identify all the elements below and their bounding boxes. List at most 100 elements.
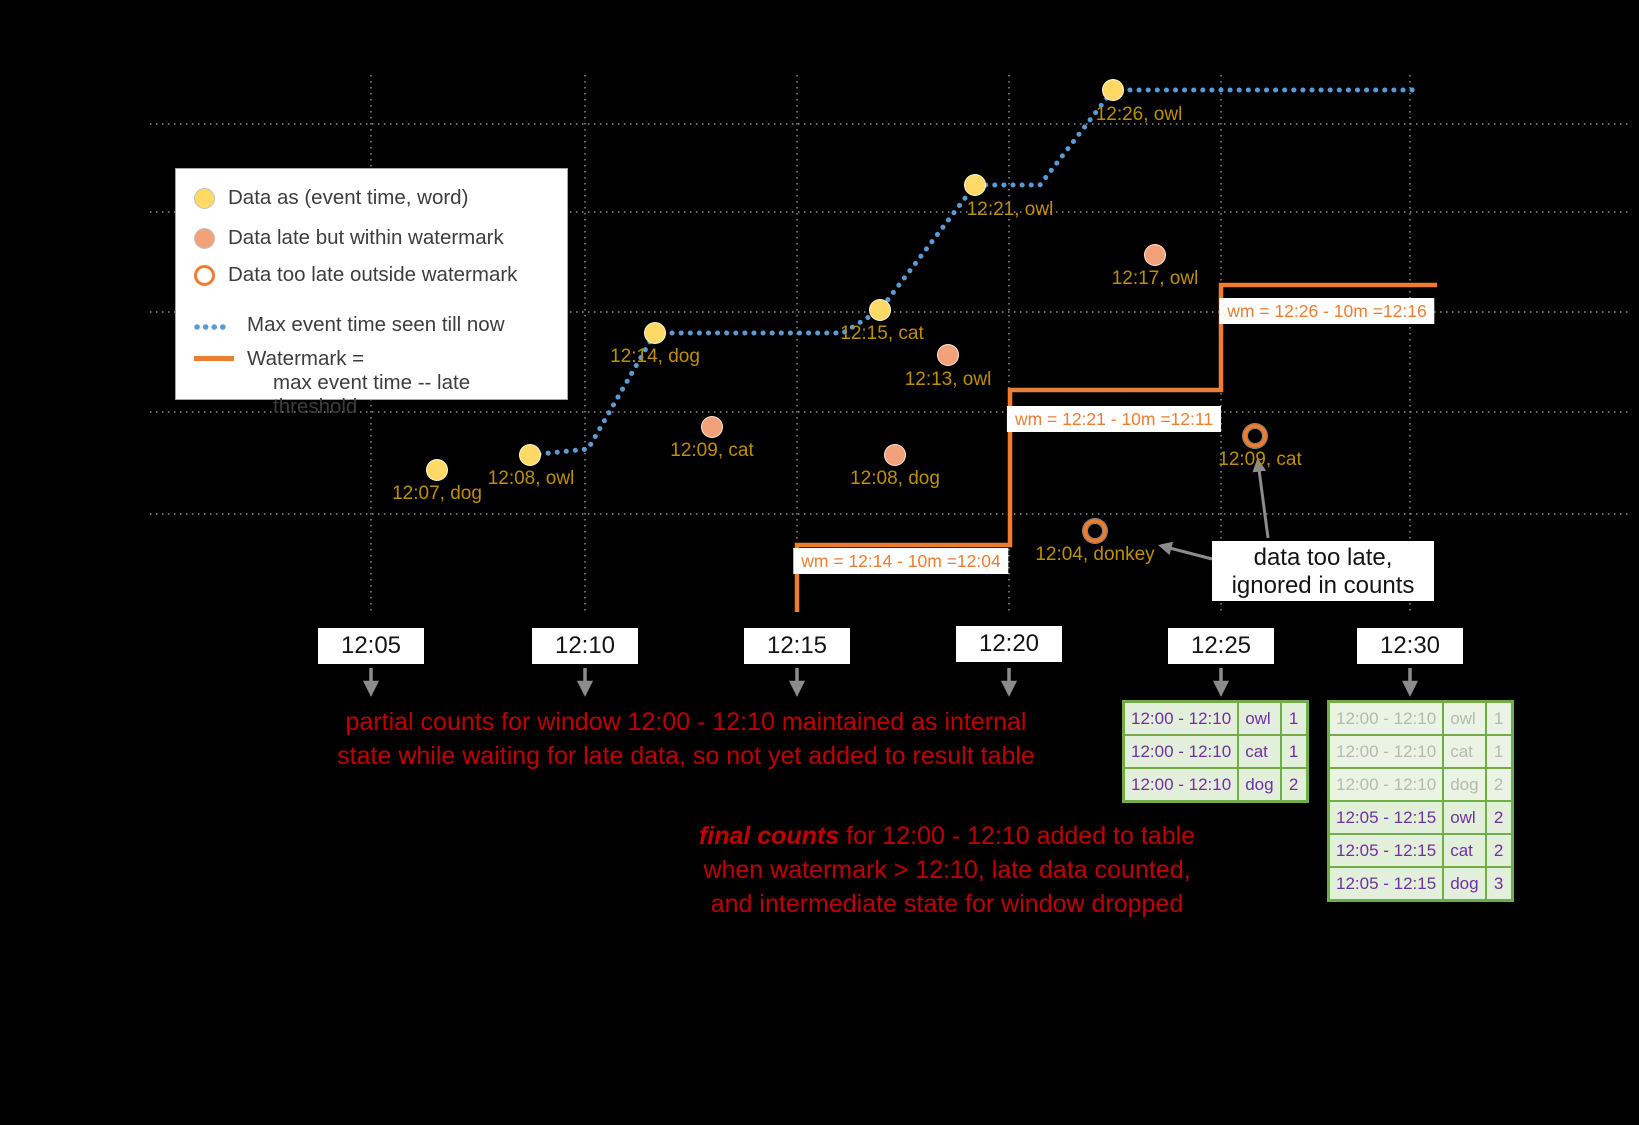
late-point-icon xyxy=(194,227,215,249)
data-point-event xyxy=(964,174,986,196)
table-row: 12:05 - 12:15 dog 3 xyxy=(1327,866,1514,902)
cell-count: 1 xyxy=(1484,734,1514,769)
cell-word: dog xyxy=(1237,767,1282,803)
cell-word: owl xyxy=(1237,700,1282,736)
data-point-too-late xyxy=(1243,424,1267,448)
axis-arrows xyxy=(362,668,1419,697)
data-point-label: 12:09, cat xyxy=(670,440,754,461)
legend-item-late: Data late but within watermark xyxy=(194,226,551,250)
data-point-late xyxy=(884,444,906,466)
cell-window: 12:00 - 12:10 xyxy=(1327,700,1445,736)
too-late-note-arrows xyxy=(1157,457,1270,561)
watermark-value-label: wm = 12:26 - 10m =12:16 xyxy=(1219,298,1435,324)
legend-label: Data as (event time, word) xyxy=(228,186,469,209)
table-row: 12:05 - 12:15 cat 2 xyxy=(1327,833,1514,868)
data-point-event xyxy=(519,444,541,466)
data-point-label: 12:08, dog xyxy=(850,468,940,489)
cell-word: cat xyxy=(1237,734,1282,769)
final-counts-emphasis: final counts xyxy=(698,822,840,850)
legend-item-event: Data as (event time, word) xyxy=(194,186,551,210)
cell-word: dog xyxy=(1442,866,1487,902)
cell-count: 1 xyxy=(1279,700,1309,736)
arrow-to-donkey-point xyxy=(1157,541,1213,561)
data-point-label: 12:21, owl xyxy=(966,199,1054,220)
cell-count: 2 xyxy=(1484,767,1514,802)
cell-window: 12:00 - 12:10 xyxy=(1327,767,1445,802)
cell-window: 12:05 - 12:15 xyxy=(1327,833,1445,868)
watermark-line xyxy=(794,282,1437,612)
cell-count: 2 xyxy=(1279,767,1309,803)
watermark-value-label: wm = 12:14 - 10m =12:04 xyxy=(793,548,1009,574)
data-point-late xyxy=(1144,244,1166,266)
final-counts-line2: when watermark > 12:10, late data counte… xyxy=(703,856,1191,884)
max-event-line-icon xyxy=(194,313,234,337)
too-late-note-line2: ignored in counts xyxy=(1231,572,1415,599)
final-counts-note: final counts for 12:00 - 12:10 added to … xyxy=(699,819,1195,921)
table-row: 12:05 - 12:15 owl 2 xyxy=(1327,800,1514,835)
data-point-label: 12:07, dog xyxy=(392,483,482,504)
cell-word: owl xyxy=(1442,800,1487,835)
partial-counts-note: partial counts for window 12:00 - 12:10 … xyxy=(337,705,1035,773)
axis-tick: 12:20 xyxy=(956,626,1062,662)
legend-item-too-late: Data too late outside watermark xyxy=(194,263,551,287)
data-point-label: 12:09, cat xyxy=(1218,449,1302,470)
final-counts-line1: final counts for 12:00 - 12:10 added to … xyxy=(699,819,1195,853)
cell-word: cat xyxy=(1442,734,1487,769)
legend-watermark-line2: max event time -- late threshold xyxy=(273,371,471,418)
cell-window: 12:00 - 12:10 xyxy=(1122,734,1240,769)
legend-watermark-line1: Watermark = xyxy=(247,347,365,370)
partial-counts-line2: state while waiting for late data, so no… xyxy=(337,742,1035,770)
result-table-1230: 12:00 - 12:10 owl 1 12:00 - 12:10 cat 1 … xyxy=(1327,700,1514,902)
data-point-label: 12:04, donkey xyxy=(1035,544,1155,565)
table-row-dropped: 12:00 - 12:10 cat 1 xyxy=(1327,734,1514,769)
watermark-line-icon xyxy=(194,356,234,361)
cell-count: 3 xyxy=(1484,866,1514,902)
data-point-label: 12:15, cat xyxy=(840,323,924,344)
table-row: 12:00 - 12:10 owl 1 xyxy=(1122,700,1309,736)
too-late-note-line1: data too late, xyxy=(1253,544,1393,571)
cell-window: 12:05 - 12:15 xyxy=(1327,866,1445,902)
too-late-note: data too late, ignored in counts xyxy=(1212,541,1434,601)
table-row-dropped: 12:00 - 12:10 dog 2 xyxy=(1327,767,1514,802)
table-row: 12:00 - 12:10 dog 2 xyxy=(1122,767,1309,803)
data-point-event xyxy=(644,322,666,344)
data-point-label: 12:13, owl xyxy=(904,369,992,390)
cell-window: 12:00 - 12:10 xyxy=(1327,734,1445,769)
data-point-label: 12:17, owl xyxy=(1111,268,1199,289)
legend-item-watermark: Watermark = max event time -- late thres… xyxy=(194,347,551,419)
cell-window: 12:05 - 12:15 xyxy=(1327,800,1445,835)
table-row-dropped: 12:00 - 12:10 owl 1 xyxy=(1327,700,1514,736)
axis-tick: 12:10 xyxy=(532,628,638,664)
data-point-label: 12:08, owl xyxy=(487,468,575,489)
legend-label: Watermark = max event time -- late thres… xyxy=(247,347,551,419)
final-counts-line1-rest: for 12:00 - 12:10 added to table xyxy=(839,822,1196,850)
data-point-event xyxy=(426,459,448,481)
table-row: 12:00 - 12:10 cat 1 xyxy=(1122,734,1309,769)
legend-label: Data late but within watermark xyxy=(228,226,504,249)
event-point-icon xyxy=(194,187,215,209)
data-point-label: 12:26, owl xyxy=(1095,104,1183,125)
axis-tick: 12:15 xyxy=(744,628,850,664)
partial-counts-line1: partial counts for window 12:00 - 12:10 … xyxy=(345,708,1027,736)
data-point-event xyxy=(869,299,891,321)
axis-tick: 12:30 xyxy=(1357,628,1463,664)
cell-count: 2 xyxy=(1484,800,1514,835)
legend-label: Max event time seen till now xyxy=(247,313,505,336)
cell-count: 1 xyxy=(1279,734,1309,769)
data-point-event xyxy=(1102,79,1124,101)
axis-tick: 12:25 xyxy=(1168,628,1274,664)
legend-label: Data too late outside watermark xyxy=(228,263,518,286)
data-point-too-late xyxy=(1083,519,1107,543)
axis-tick: 12:05 xyxy=(318,628,424,664)
cell-word: cat xyxy=(1442,833,1487,868)
result-table-1225: 12:00 - 12:10 owl 1 12:00 - 12:10 cat 1 … xyxy=(1122,700,1309,803)
cell-word: dog xyxy=(1442,767,1487,802)
data-point-late xyxy=(701,416,723,438)
cell-count: 2 xyxy=(1484,833,1514,868)
max-event-time-line xyxy=(527,87,1421,458)
legend: Data as (event time, word) Data late but… xyxy=(175,168,568,418)
arrow-to-cat-point xyxy=(1252,457,1270,539)
final-counts-line3: and intermediate state for window droppe… xyxy=(710,890,1184,918)
